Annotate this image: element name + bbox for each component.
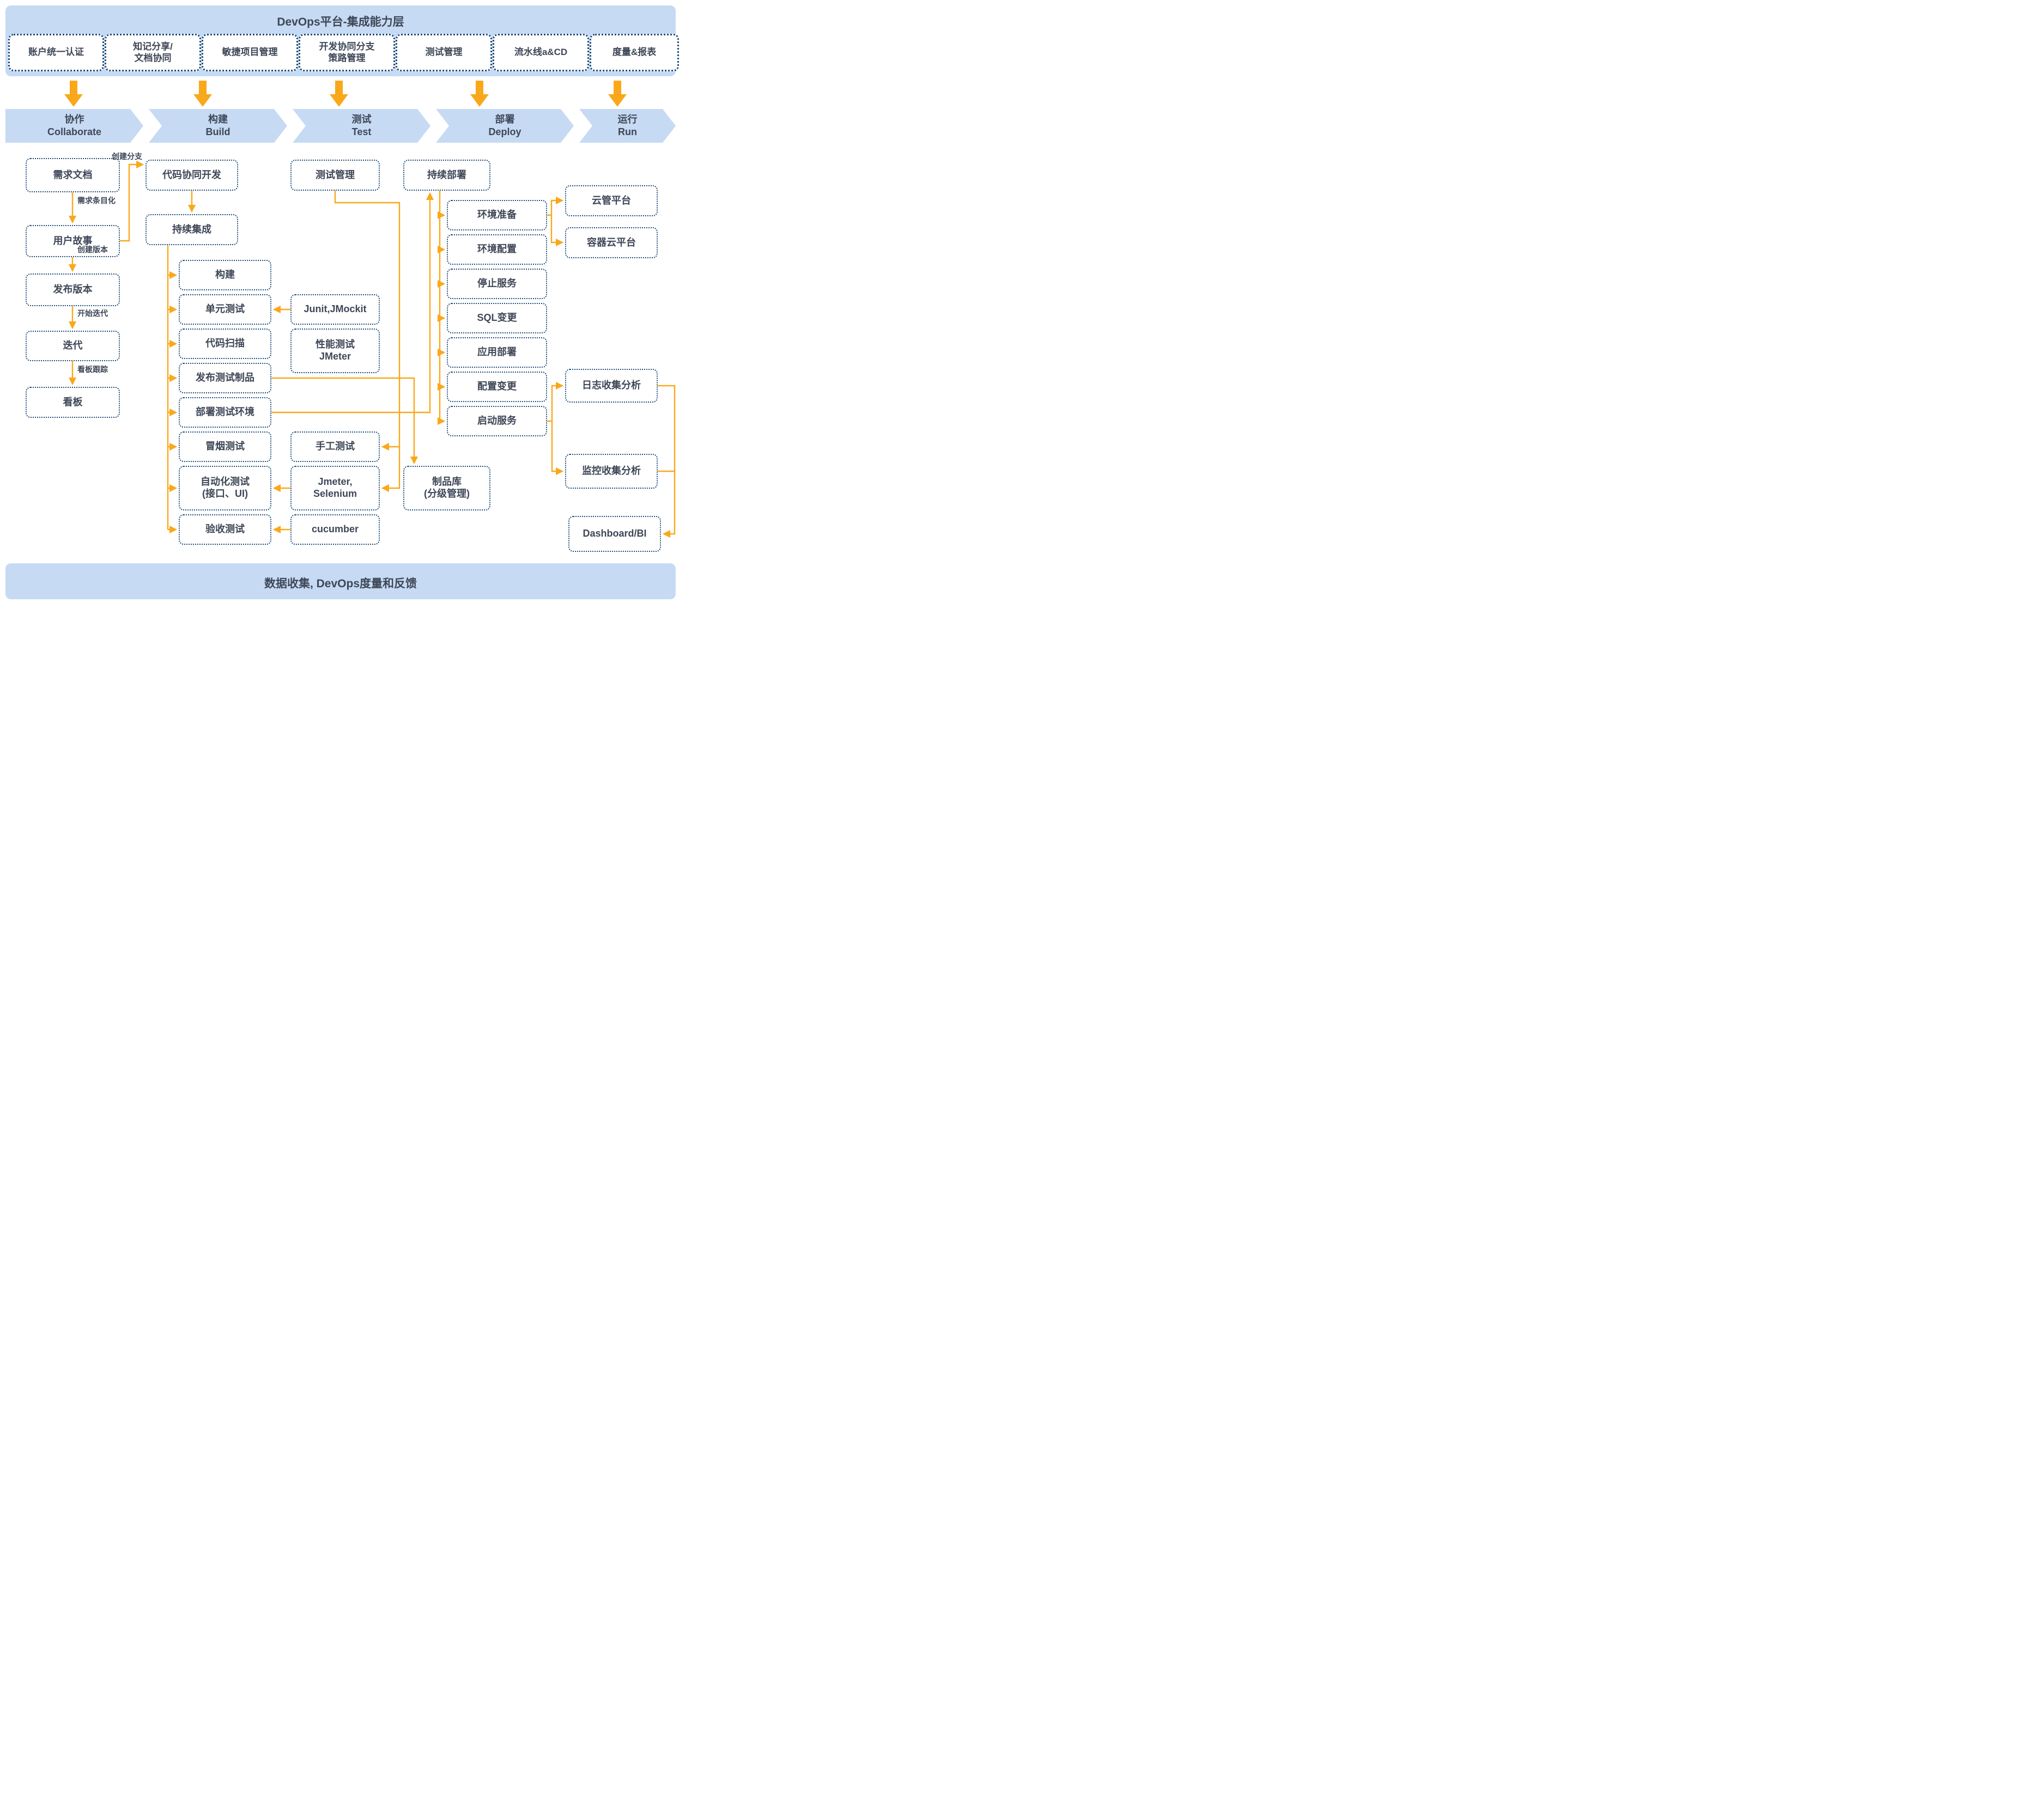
edge-label-itemize: 需求条目化 [77, 196, 116, 205]
stage-collaborate-zh: 协作 [64, 113, 84, 125]
capability-account-auth: 账户统一认证 [8, 34, 104, 71]
page-title: DevOps平台-集成能力层 [277, 16, 404, 28]
stage-deploy-en: Deploy [488, 126, 521, 137]
stage-build-en: Build [205, 126, 231, 137]
stage-down-arrow-collaborate [64, 81, 83, 107]
node-cd: 持续部署 [403, 160, 490, 191]
node-container-cloud: 容器云平台 [565, 227, 658, 258]
node-app-deploy: 应用部署 [447, 337, 547, 368]
bottom-banner [5, 563, 676, 599]
node-cloud-mgmt: 云管平台 [565, 185, 658, 216]
node-sql-change: SQL变更 [447, 303, 547, 333]
node-cucumber: cucumber [290, 514, 380, 545]
node-code-dev: 代码协同开发 [145, 160, 238, 191]
node-acceptance-test: 验收测试 [179, 514, 271, 545]
node-perf-test: 性能测试 JMeter [290, 329, 380, 373]
capability-test-mgmt: 测试管理 [396, 34, 492, 71]
stage-deploy: 部署 Deploy [436, 109, 574, 143]
edge-startsvc-loganalysis [551, 381, 564, 421]
node-deploy-test-env: 部署测试环境 [179, 397, 271, 428]
node-artifact-repo: 制品库 (分级管理) [403, 466, 490, 510]
edge-loganalysis-dashboard [658, 385, 676, 538]
stage-test: 测试 Test [293, 109, 430, 143]
node-junit: Junit,JMockit [290, 294, 380, 325]
footer-title: 数据收集, DevOps度量和反馈 [264, 577, 417, 590]
capability-metrics: 度量&报表 [590, 34, 679, 71]
node-test-mgmt: 测试管理 [290, 160, 380, 191]
stage-run-zh: 运行 [617, 113, 638, 125]
capability-agile-pm: 敏捷项目管理 [202, 34, 298, 71]
node-iteration: 迭代 [26, 331, 120, 361]
node-manual-test: 手工测试 [290, 431, 380, 462]
node-publish-artifact: 发布测试制品 [179, 363, 271, 393]
stage-run-en: Run [618, 126, 637, 137]
node-kanban: 看板 [26, 387, 120, 418]
node-smoke-test: 冒烟测试 [179, 431, 271, 462]
stage-test-en: Test [351, 126, 372, 137]
edge-label-start-iteration: 开始迭代 [77, 309, 108, 318]
edge-envprep-containercloud [550, 215, 564, 247]
capability-branch-mgmt: 开发协同分支 策路管理 [299, 34, 395, 71]
node-conf-change: 配置变更 [447, 372, 547, 402]
stage-down-arrow-deploy [470, 81, 489, 107]
node-dashboard: Dashboard/BI [568, 516, 661, 552]
node-env-conf: 环境配置 [447, 234, 547, 265]
edge-userstory-codedev [120, 160, 144, 242]
node-jmeter-selenium: Jmeter, Selenium [290, 466, 380, 510]
capability-knowledge-share: 知记分享/ 文档协同 [105, 34, 201, 71]
stage-collaborate: 协作 Collaborate [5, 109, 143, 143]
edge-startsvc-monitoranalysis [551, 421, 564, 476]
node-req-doc: 需求文档 [26, 158, 120, 192]
stage-down-arrow-run [608, 81, 627, 107]
stage-down-arrow-build [193, 81, 212, 107]
edge-envprep-cloudmgmt [550, 196, 564, 215]
node-unit-test: 单元测试 [179, 294, 271, 325]
stage-collaborate-en: Collaborate [47, 126, 102, 137]
devops-diagram: DevOps平台-集成能力层 账户统一认证 知记分享/ 文档协同 敏捷项目管理 … [0, 0, 681, 604]
node-log-analysis: 日志收集分析 [565, 369, 658, 403]
node-monitor-analysis: 监控收集分析 [565, 454, 658, 489]
edge-label-create-branch: 创建分支 [112, 152, 142, 161]
node-auto-test: 自动化测试 (接口、UI) [179, 466, 271, 510]
node-user-story: 用户故事 [26, 225, 120, 257]
edge-label-create-version: 创建版本 [77, 245, 108, 254]
node-env-prep: 环境准备 [447, 200, 547, 230]
node-ci: 持续集成 [145, 214, 238, 245]
stage-test-zh: 测试 [351, 113, 372, 125]
edge-label-kanban-tracking: 看板跟踪 [77, 365, 108, 374]
node-code-scan: 代码扫描 [179, 329, 271, 359]
stage-run: 运行 Run [579, 109, 676, 143]
stage-deploy-zh: 部署 [495, 113, 515, 125]
node-stop-svc: 停止服务 [447, 269, 547, 299]
node-start-svc: 启动服务 [447, 406, 547, 436]
stage-down-arrow-test [330, 81, 348, 107]
stage-build: 构建 Build [149, 109, 287, 143]
node-build: 构建 [179, 260, 271, 290]
stage-build-zh: 构建 [208, 113, 228, 125]
capability-pipeline: 流水线a&CD [493, 34, 589, 71]
node-release-version: 发布版本 [26, 273, 120, 306]
